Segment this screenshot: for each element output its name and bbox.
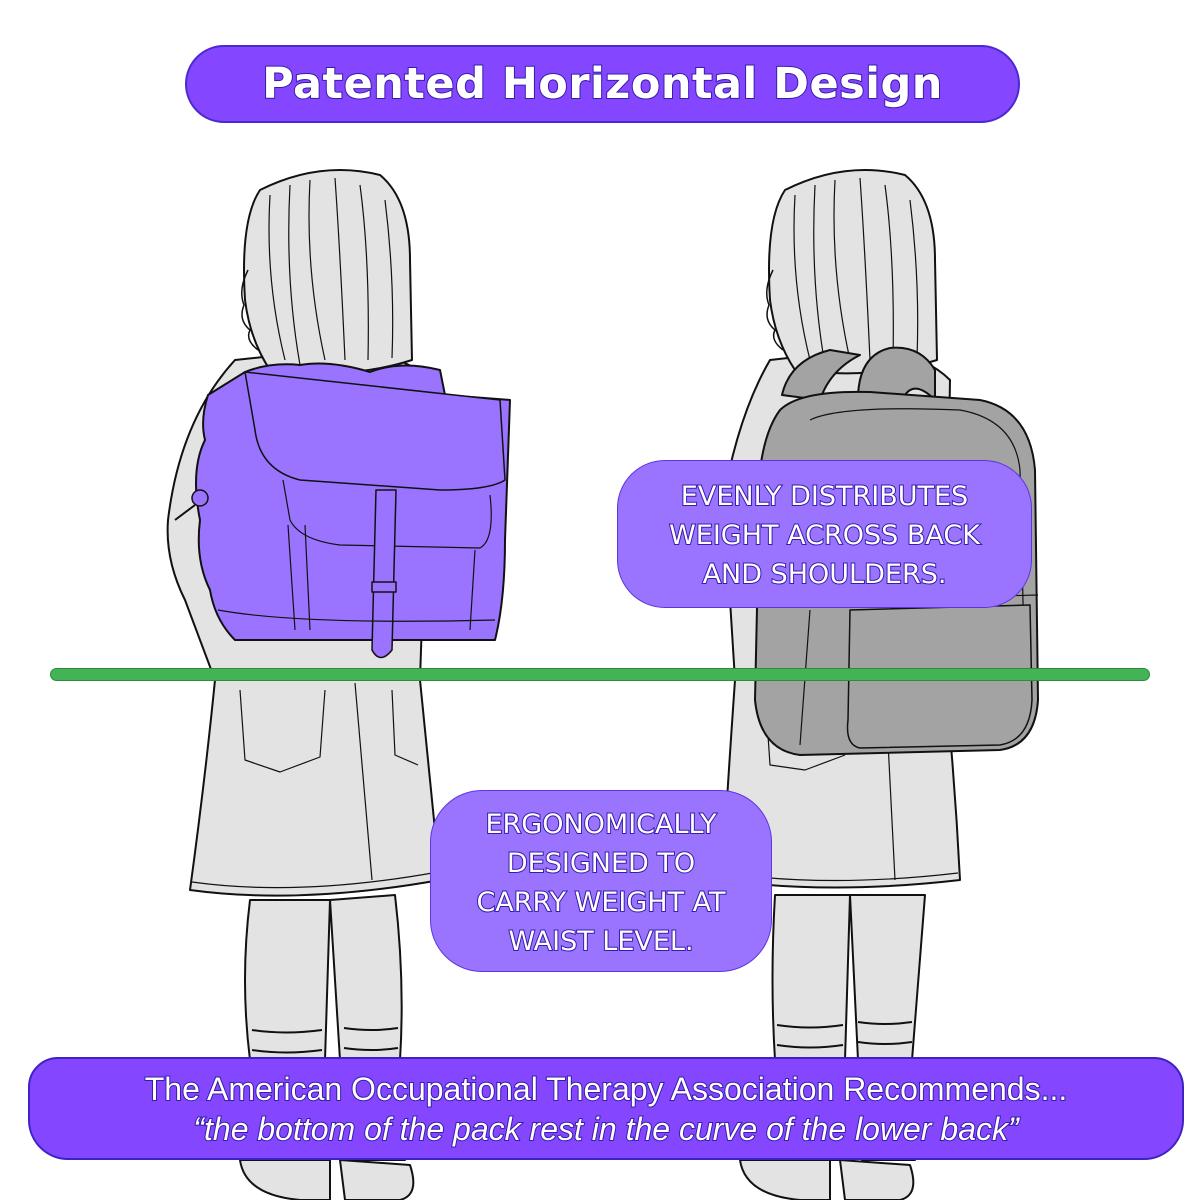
title-text: Patented Horizontal Design: [261, 58, 943, 110]
aota-quote-banner: The American Occupational Therapy Associ…: [28, 1057, 1184, 1160]
waist-level-line: [50, 668, 1150, 681]
banner-quote: “the bottom of the pack rest in the curv…: [192, 1110, 1019, 1148]
left-girl-skirt: [189, 679, 441, 897]
left-girl-figure: [166, 169, 441, 1200]
callout-weight-distribution: EVENLY DISTRIBUTES WEIGHT ACROSS BACK AN…: [617, 460, 1032, 608]
callout-line: WEIGHT ACROSS BACK: [668, 519, 981, 552]
callout-line: DESIGNED TO: [506, 847, 696, 880]
callout-waist-level: ERGONOMICALLY DESIGNED TO CARRY WEIGHT A…: [430, 790, 772, 972]
right-girl-shoes: [739, 1159, 915, 1200]
callout-line: WAIST LEVEL.: [507, 925, 694, 958]
title-banner: Patented Horizontal Design: [185, 45, 1020, 123]
horizontal-backpack: [174, 362, 511, 659]
callout-line: EVENLY DISTRIBUTES: [680, 480, 969, 513]
callout-line: ERGONOMICALLY: [484, 808, 717, 841]
banner-headline: The American Occupational Therapy Associ…: [144, 1070, 1069, 1108]
callout-line: CARRY WEIGHT AT: [475, 886, 726, 919]
callout-line: AND SHOULDERS.: [702, 558, 948, 591]
left-girl-shoes: [239, 1159, 415, 1200]
